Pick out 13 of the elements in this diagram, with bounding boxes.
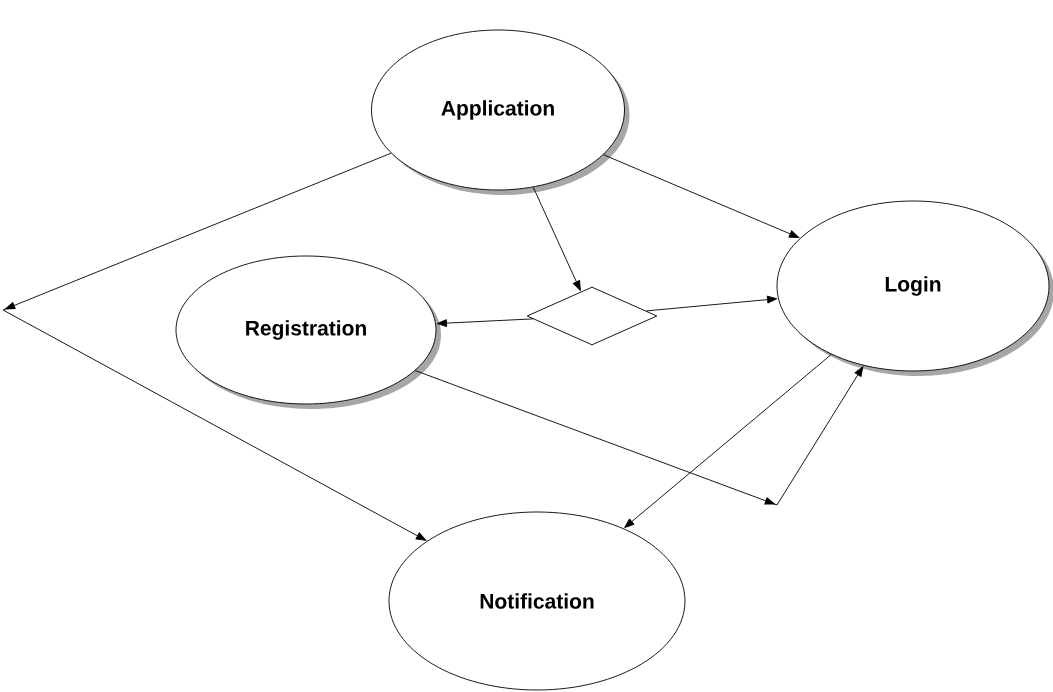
arrow [532,186,581,291]
ellipse-node: Login [776,200,1053,376]
arrow [2,152,427,541]
arrow [603,154,800,238]
ellipse-node: Application [371,29,630,195]
node-label: Login [885,276,941,296]
arrow [436,318,534,328]
arrow [645,295,778,312]
arrow [414,366,864,506]
ellipse-node: Registration [175,255,441,409]
arrow [624,354,832,528]
ellipse-node: Notification [388,511,686,691]
decision-diamond [526,286,658,346]
